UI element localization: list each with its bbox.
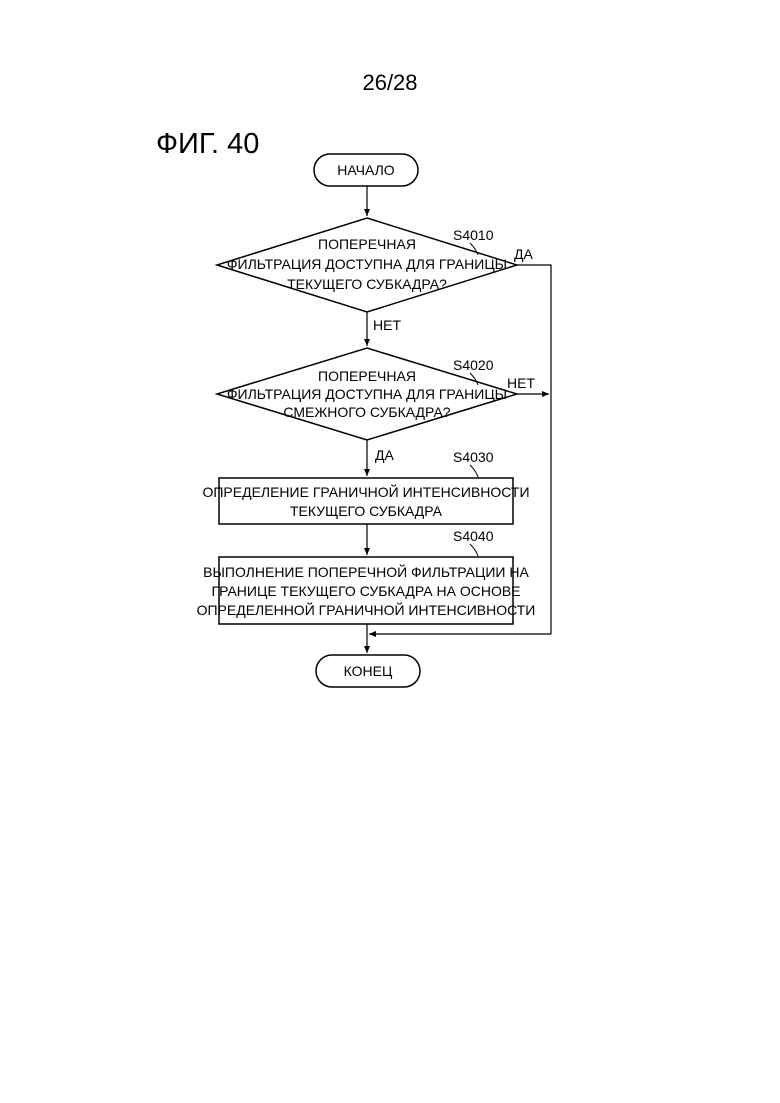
step-s4030-leader bbox=[470, 465, 478, 477]
decision-s4010-no-label: НЕТ bbox=[373, 317, 401, 333]
decision-s4020-no-label: НЕТ bbox=[507, 375, 535, 391]
decision-s4020-line1: ПОПЕРЕЧНАЯ bbox=[318, 368, 416, 384]
step-s4040: S4040 bbox=[453, 528, 494, 544]
end-label: КОНЕЦ bbox=[344, 663, 393, 679]
process-s4040-line1: ВЫПОЛНЕНИЕ ПОПЕРЕЧНОЙ ФИЛЬТРАЦИИ НА bbox=[203, 563, 529, 580]
step-s4020: S4020 bbox=[453, 357, 494, 373]
decision-s4020-yes-label: ДА bbox=[375, 447, 394, 463]
start-label: НАЧАЛО bbox=[337, 162, 395, 178]
process-s4040-line3: ОПРЕДЕЛЕННОЙ ГРАНИЧНОЙ ИНТЕНСИВНОСТИ bbox=[197, 601, 536, 618]
decision-s4010-line3: ТЕКУЩЕГО СУБКАДРА? bbox=[287, 276, 447, 292]
step-s4030: S4030 bbox=[453, 449, 494, 465]
decision-s4020-line3: СМЕЖНОГО СУБКАДРА? bbox=[283, 404, 450, 420]
process-s4040-line2: ГРАНИЦЕ ТЕКУЩЕГО СУБКАДРА НА ОСНОВЕ bbox=[211, 583, 520, 599]
process-s4030-line2: ТЕКУЩЕГО СУБКАДРА bbox=[290, 503, 443, 519]
decision-s4010-yes-label: ДА bbox=[514, 246, 533, 262]
decision-s4010-line2: ФИЛЬТРАЦИЯ ДОСТУПНА ДЛЯ ГРАНИЦЫ bbox=[227, 256, 507, 272]
process-s4030-line1: ОПРЕДЕЛЕНИЕ ГРАНИЧНОЙ ИНТЕНСИВНОСТИ bbox=[202, 483, 529, 500]
decision-s4020-line2: ФИЛЬТРАЦИЯ ДОСТУПНА ДЛЯ ГРАНИЦЫ bbox=[227, 386, 507, 402]
decision-s4010-line1: ПОПЕРЕЧНАЯ bbox=[318, 236, 416, 252]
step-s4010: S4010 bbox=[453, 227, 494, 243]
step-s4040-leader bbox=[470, 544, 478, 556]
